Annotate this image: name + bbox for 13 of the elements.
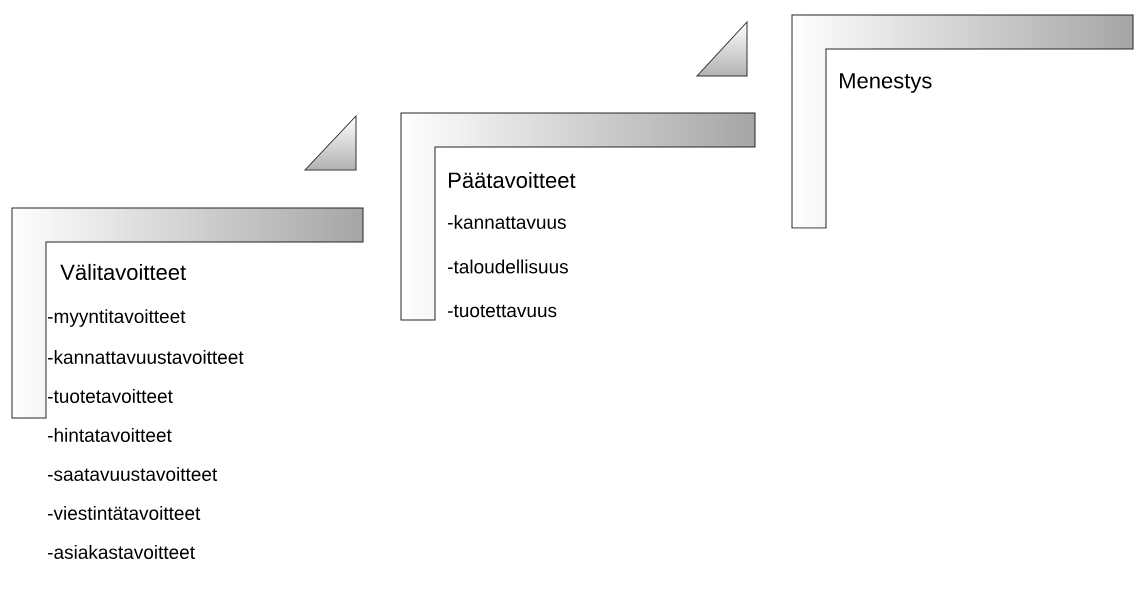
- list-item: -hintatavoitteet: [48, 428, 172, 442]
- list-item: -asiakastavoitteet: [48, 545, 195, 559]
- list-item: -tuotettavuus: [448, 304, 557, 318]
- list-item: -kannattavuus: [448, 215, 566, 229]
- list-item: -viestintätavoitteet: [48, 506, 201, 520]
- list-item: -saatavuustavoitteet: [48, 467, 218, 481]
- list-item: -myyntitavoitteet: [48, 309, 186, 327]
- list-item: -taloudellisuus: [448, 259, 568, 274]
- list-item: -kannattavuustavoitteet: [48, 350, 244, 364]
- list-item: -tuotetavoitteet: [48, 389, 173, 403]
- heading: Menestys: [840, 73, 932, 93]
- heading: Välitavoitteet: [60, 263, 186, 281]
- heading: Päätavoitteet: [449, 171, 576, 189]
